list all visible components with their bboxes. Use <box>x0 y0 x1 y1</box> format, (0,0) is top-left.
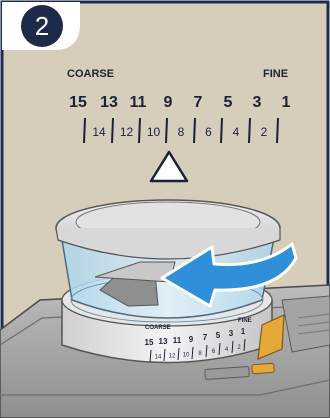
scale-major-number: 9 <box>164 94 173 111</box>
scale-major-number: 11 <box>130 94 147 111</box>
dial-major-number: 1 <box>241 327 246 336</box>
scale-tick <box>84 118 85 143</box>
scale-minor-number: 6 <box>205 125 212 139</box>
scale-major-number: 5 <box>224 94 233 111</box>
scale-minor-number: 4 <box>233 125 240 139</box>
dial-major-number: 15 <box>145 338 154 347</box>
scale-minor-number: 10 <box>147 125 161 139</box>
coarse-label: COARSE <box>67 68 114 80</box>
dial-minor-number: 10 <box>183 353 190 359</box>
dial-major-number: 3 <box>229 329 234 338</box>
scale-major-number: 7 <box>194 94 203 111</box>
dial-major-number: 13 <box>159 337 168 346</box>
scale-tick <box>194 118 195 143</box>
dial-major-number: 9 <box>189 335 194 344</box>
dial-major-number: 11 <box>173 336 182 345</box>
scale-minor-number: 8 <box>178 125 185 139</box>
scale-tick <box>249 118 250 143</box>
fine-label: FINE <box>263 68 288 80</box>
scale-major-number: 1 <box>282 94 291 111</box>
dial-coarse-label: COARSE <box>145 325 171 331</box>
step-number: 2 <box>35 11 49 41</box>
dial-fine-label: FINE <box>238 318 252 324</box>
scale-major-number: 13 <box>100 94 118 111</box>
scale-tick <box>277 118 278 143</box>
scale-tick <box>221 118 222 143</box>
scale-minor-number: 14 <box>92 125 106 139</box>
scale-major-number: 15 <box>69 94 87 111</box>
scale-tick <box>139 118 140 143</box>
dial-minor-number: 14 <box>155 355 162 361</box>
dial-major-number: 7 <box>203 333 208 342</box>
scale-major-number: 3 <box>253 94 262 111</box>
scale-tick <box>112 118 113 143</box>
scale-minor-number: 2 <box>261 125 268 139</box>
dial-major-number: 5 <box>216 331 221 340</box>
step-badge: 2 <box>2 2 80 50</box>
scale-minor-number: 12 <box>120 125 134 139</box>
dial-minor-number: 12 <box>169 354 176 360</box>
scale-tick <box>166 118 167 143</box>
